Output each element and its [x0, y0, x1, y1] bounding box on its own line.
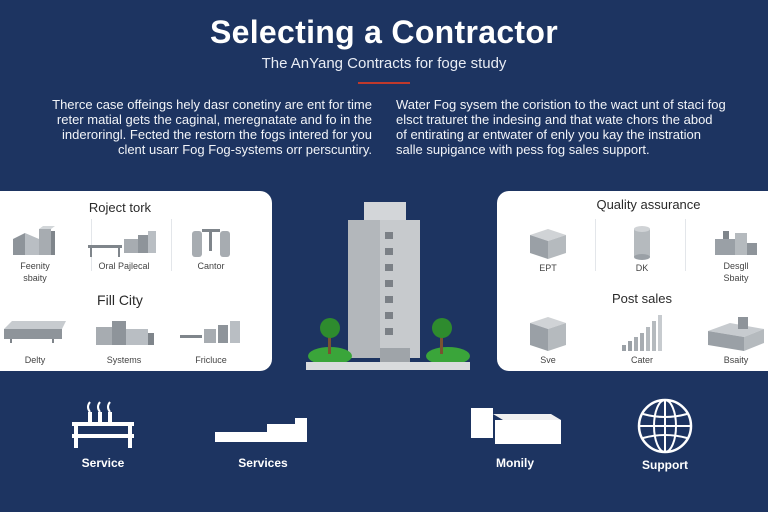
machinery-icon: [180, 321, 240, 343]
intro-right-line: elsct traturet the indesing and that wat…: [396, 112, 713, 127]
panel-item-caption: Cater: [630, 355, 653, 365]
boxes-icon: [471, 408, 561, 444]
panel-item: Systems: [80, 317, 168, 365]
bottom-item-monily: Monily: [460, 398, 570, 470]
panel-item: Bsaity: [699, 313, 768, 365]
panel-item-caption: Cantor: [197, 261, 225, 271]
panel-item: EPT: [511, 225, 585, 273]
globe-icon: [637, 398, 693, 454]
panel-item: Feenity sbaity: [0, 225, 72, 283]
plant-icon: [96, 321, 154, 345]
panel-item-caption: Delty: [24, 355, 46, 365]
intro-left-paragraph: Therce case offeings hely dasr conetiny …: [0, 97, 372, 157]
panel-item-caption: Oral Pajlecal: [98, 261, 150, 271]
intro-right-line: of entirating ar entwater of enly you ka…: [396, 127, 701, 142]
panel-item: Oral Pajlecal: [80, 225, 168, 271]
house-icon: [708, 317, 764, 351]
production-line-icon: [72, 401, 134, 448]
panel-heading-post-sales: Post sales: [612, 291, 672, 306]
intro-right-paragraph: Water Fog sysem the coristion to the wac…: [396, 97, 768, 157]
panel-item-caption: Fricluce: [195, 355, 227, 365]
cylinder-icon: [634, 226, 650, 260]
panel-item-caption: Sbaity: [723, 273, 749, 283]
bottom-item-label: Service: [81, 456, 125, 470]
cube-icon: [530, 229, 566, 259]
panel-heading-city: Fill City: [97, 292, 143, 308]
panel-heading-quality: Quality assurance: [596, 197, 701, 212]
panel-item-caption: Bsaity: [723, 355, 749, 365]
tank-icon: [192, 229, 230, 257]
accent-divider: [358, 82, 410, 84]
panel-item-caption: DK: [635, 263, 649, 273]
panel-item-caption: EPT: [539, 263, 557, 273]
bottom-item-label: Support: [642, 458, 688, 472]
panel-item-caption: Desgll: [723, 261, 749, 271]
project-panel: Roject tork Feenity sbaity Oral Pajlecal: [0, 191, 272, 371]
warehouse-icon: [4, 321, 66, 343]
conveyor-icon: [88, 231, 156, 257]
building-illustration: [306, 202, 470, 370]
intro-right-line: salle supigance with pess fog sales supp…: [396, 142, 650, 157]
panel-item-caption: Feenity: [20, 261, 50, 271]
intro-left-line: clent usarr Fog Fog-systems orr perscunt…: [117, 142, 372, 157]
bottom-item-support: Support: [610, 398, 720, 472]
panel-divider: [595, 219, 596, 271]
panel-divider: [171, 219, 172, 271]
intro-left-line: reter matial gets the caginal, meregnata…: [56, 112, 372, 127]
panel-item: Delty: [0, 317, 72, 365]
page-title: Selecting a Contractor: [209, 14, 558, 50]
bottom-item-label: Monily: [496, 456, 534, 470]
panel-item-caption: Sve: [540, 355, 556, 365]
bar-graph-icon: [622, 315, 662, 351]
panel-item: DK: [605, 225, 679, 273]
panel-item: Cater: [605, 313, 679, 365]
page-subtitle: The AnYang Contracts for foge study: [261, 55, 507, 72]
bottom-item-services: Services: [208, 398, 318, 470]
factory-icon: [715, 231, 757, 255]
panel-item: Sve: [511, 313, 585, 365]
panel-item-caption: Systems: [106, 355, 142, 365]
platform-icon: [215, 418, 307, 442]
bottom-item-label: Services: [238, 456, 288, 470]
intro-left-line: Therce case offeings hely dasr conetiny …: [52, 97, 372, 112]
factory-icon: [13, 226, 55, 255]
panel-item: Cantor: [174, 225, 248, 271]
panel-item: Desgll Sbaity: [699, 225, 768, 283]
panel-item: Fricluce: [174, 317, 248, 365]
bottom-item-service: Service: [48, 398, 158, 470]
block-icon: [530, 317, 566, 351]
panel-divider: [685, 219, 686, 271]
panel-item-caption: sbaity: [23, 273, 47, 283]
intro-right-line: Water Fog sysem the coristion to the wac…: [396, 97, 726, 112]
quality-panel: Quality assurance EPT DK Desgll Sbaity P…: [497, 191, 768, 371]
intro-left-line: inderoringl. Fected the restorn the fogs…: [61, 127, 372, 142]
panel-heading-project: Roject tork: [88, 200, 152, 215]
